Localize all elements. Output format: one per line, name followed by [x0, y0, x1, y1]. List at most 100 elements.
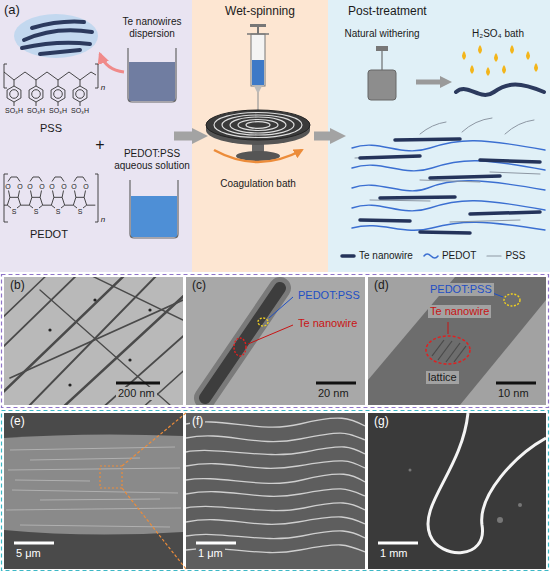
legend-sample — [423, 251, 439, 261]
fiber-structure — [380, 197, 455, 198]
legend-entry: Te nanowire — [340, 250, 413, 261]
beaker-pedotpss — [130, 180, 178, 238]
optical-image — [409, 469, 523, 524]
callout-label: PEDOT:PSS — [428, 283, 494, 296]
panel-letter: (f) — [190, 415, 205, 429]
chem-label: SO₃H — [5, 107, 23, 114]
acid-drops — [470, 65, 474, 74]
process-band: PSSPEDOTTe nanowires dispersionPEDOT:PSS… — [0, 0, 192, 272]
hrtem-image — [496, 382, 536, 385]
micrograph-panel: (f) 1 μm — [186, 413, 365, 569]
syringe — [250, 24, 266, 27]
legend: Te nanowirePEDOTPSS — [340, 250, 525, 261]
coagulation-dish — [222, 115, 294, 135]
sem-image — [4, 434, 183, 534]
sem-image — [4, 413, 183, 569]
band-backgrounds — [328, 0, 550, 272]
micrograph-panel: (d)PEDOT:PSSTe nanowirelattice10 nm — [368, 277, 546, 405]
sem-image — [6, 508, 181, 510]
chem-label: O — [49, 183, 54, 190]
scale-label: 1 μm — [196, 547, 225, 560]
chem-label: SO₃H — [71, 107, 89, 114]
sem-image — [186, 517, 365, 524]
sem-image — [4, 434, 183, 534]
pss-structure — [73, 80, 87, 106]
fiber-structure — [470, 212, 540, 214]
tem-image — [4, 277, 183, 405]
sem-image — [186, 418, 365, 552]
tem-image — [234, 338, 246, 356]
tem-image — [40, 290, 170, 405]
sem-image — [186, 461, 365, 468]
sem-image — [186, 503, 365, 511]
chem-label: O — [27, 183, 32, 190]
syringe — [257, 27, 259, 34]
chem-label: S — [34, 207, 39, 214]
nanowire-bundle — [40, 50, 80, 54]
sem-image — [8, 468, 180, 470]
panel-letter: (e) — [8, 415, 27, 429]
sem-image — [186, 418, 365, 427]
tem-image — [205, 288, 280, 398]
chem-label: S — [78, 207, 83, 214]
micrograph-panel: (b)200 nm — [4, 277, 183, 405]
hrtem-image — [432, 340, 466, 362]
legend-entry: PEDOT — [423, 250, 476, 261]
fiber-structure — [480, 160, 540, 162]
acid-drops — [534, 63, 538, 72]
pss-structure — [7, 80, 21, 106]
sem-image — [186, 489, 365, 496]
tem-image — [258, 318, 268, 326]
fiber-structure — [352, 118, 545, 233]
hanging-weight — [368, 70, 396, 100]
optical-image — [428, 413, 546, 553]
process-arrow — [174, 132, 192, 141]
legend-sample — [486, 251, 502, 261]
tem-image — [4, 277, 50, 320]
tem-image — [148, 308, 151, 311]
scale-label: 1 mm — [378, 547, 410, 560]
step-label: H₂SO₄ bath — [450, 28, 546, 40]
fiber-structure — [420, 122, 446, 134]
acid-drops — [462, 45, 538, 76]
step-title: Post-treatment — [348, 5, 427, 19]
tem-image — [10, 300, 183, 378]
optical-image — [497, 517, 503, 523]
acid-drops — [526, 51, 530, 60]
legend-sample-line — [342, 254, 354, 258]
coagulation-dish — [246, 122, 270, 129]
sem-image — [186, 413, 365, 569]
fiber-structure — [352, 161, 545, 171]
process-band: Post-treatmentNatural witheringH₂SO₄ bat… — [328, 0, 550, 272]
nanowire-bundle — [14, 14, 124, 72]
beaker-pedotpss — [131, 196, 177, 237]
legend-text: Te nanowire — [359, 250, 413, 261]
sem-image — [30, 458, 140, 460]
sem-image — [12, 490, 178, 493]
optical-image — [409, 469, 412, 472]
nanowire-bundle — [22, 22, 92, 54]
micrograph-panel: (c)PEDOT:PSSTe nanowire20 nm — [186, 277, 365, 405]
fiber-structure — [395, 139, 460, 140]
panel-letter: (b) — [8, 279, 27, 293]
micrograph-panel: (e)5 μm — [4, 413, 183, 569]
hrtem-image — [426, 336, 470, 364]
callout-label: Te nanowire — [296, 317, 359, 330]
tem-image — [4, 277, 183, 405]
chem-label: O — [61, 183, 66, 190]
coagulation-dish — [206, 110, 310, 162]
tem-image — [205, 288, 280, 398]
pedot-structure — [4, 174, 98, 222]
band-backgrounds — [192, 0, 328, 272]
band-backgrounds — [0, 0, 192, 272]
structure-name: PEDOT — [30, 228, 68, 241]
fiber-structure — [360, 139, 540, 233]
fiber-structure — [462, 118, 492, 132]
acid-drops — [478, 45, 482, 54]
fiber-structure — [370, 200, 430, 201]
chem-label: SO₃H — [49, 107, 67, 114]
panel-frame: (a)PSSPEDOTTe nanowires dispersionPEDOT:… — [0, 0, 550, 272]
scale-label: 10 nm — [496, 387, 531, 400]
acid-drops — [486, 67, 490, 76]
sem-image — [100, 466, 122, 488]
